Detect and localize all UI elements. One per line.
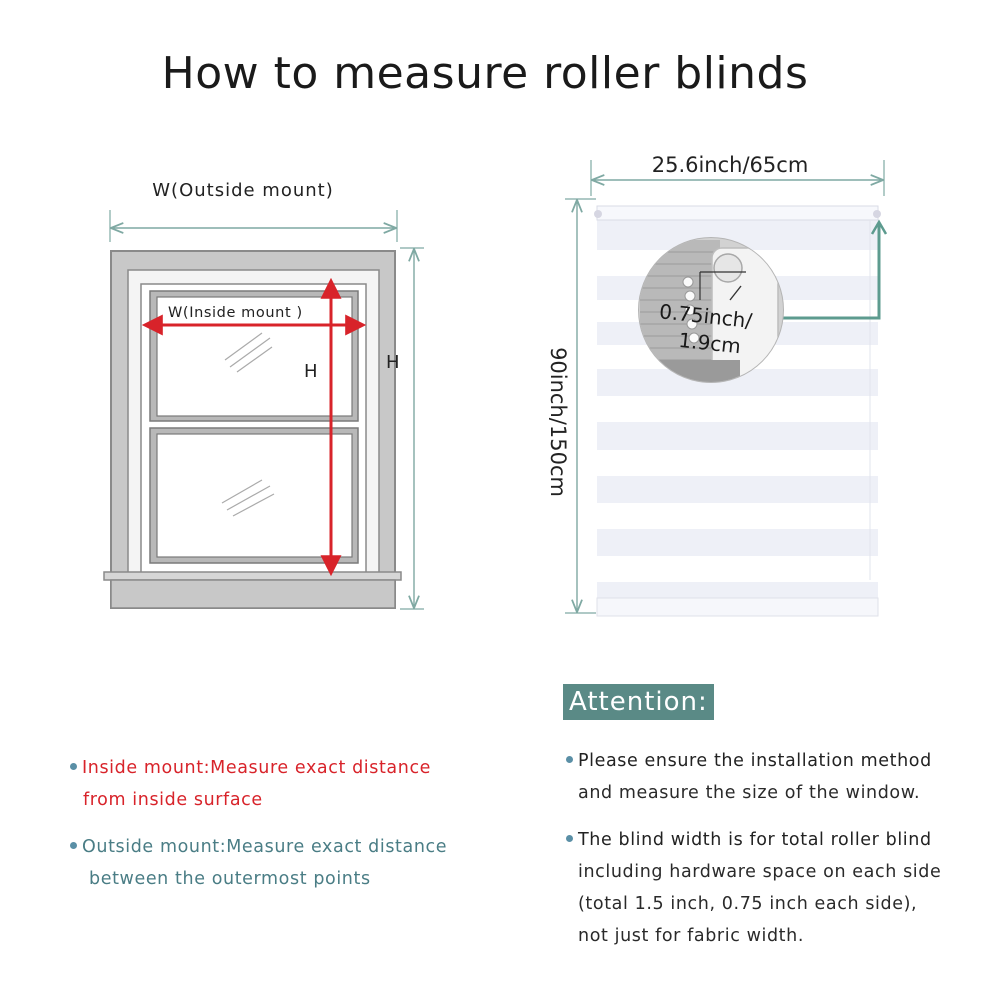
blind-height-label: 90inch/150cm <box>546 347 570 497</box>
inside-mount-note: Inside mount:Measure exact distance <box>70 752 431 784</box>
note2-line1: The blind width is for total roller blin… <box>578 830 932 850</box>
attention-note-2: The blind width is for total roller blin… <box>566 824 932 856</box>
note2-line2: including hardware space on each side <box>578 862 942 882</box>
page-title: How to measure roller blinds <box>161 48 809 99</box>
outside-mount-note: Outside mount:Measure exact distance <box>70 831 447 863</box>
bullet-icon <box>566 755 573 763</box>
connector-arrow-icon <box>870 219 888 235</box>
inside-mount-label: W(Inside mount ) <box>168 305 303 321</box>
bullet-icon <box>70 762 77 770</box>
outside-note-line2: between the outermost points <box>89 869 371 889</box>
inside-note-line2: from inside surface <box>83 790 263 810</box>
outside-height-dimension <box>400 247 424 610</box>
note2-line3: (total 1.5 inch, 0.75 inch each side), <box>578 894 918 914</box>
bracket-detail-lens <box>638 237 784 383</box>
inside-note-line1: Inside mount:Measure exact distance <box>82 758 432 778</box>
bullet-icon <box>566 834 573 842</box>
blind-width-dimension <box>590 160 885 196</box>
blind-width-label: 25.6inch/65cm <box>652 153 809 177</box>
note1-line1: Please ensure the installation method <box>578 751 932 771</box>
bullet-icon <box>70 841 77 849</box>
outside-height-label: H <box>386 352 400 373</box>
detail-connector <box>782 224 881 320</box>
note2-line4: not just for fabric width. <box>578 926 804 946</box>
inside-height-label: H <box>304 361 318 382</box>
attention-note-1: Please ensure the installation method <box>566 745 932 777</box>
outside-note-line1: Outside mount:Measure exact distance <box>82 837 448 857</box>
note1-line2: and measure the size of the window. <box>578 783 921 803</box>
attention-heading: Attention: <box>563 684 714 720</box>
outside-width-dimension <box>109 210 398 242</box>
outside-mount-label: W(Outside mount) <box>152 180 334 201</box>
blind-height-dimension <box>565 198 596 614</box>
